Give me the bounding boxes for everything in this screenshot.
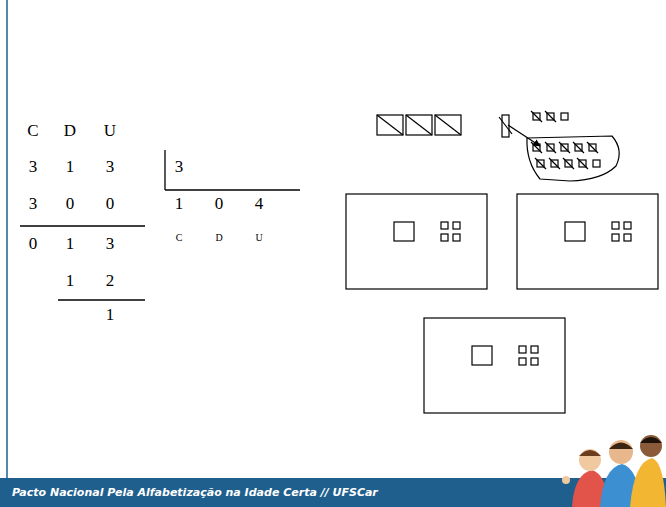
subtrahend-digit: 3 — [29, 195, 38, 212]
subtraction-line — [20, 225, 145, 226]
unit-cube — [624, 234, 631, 241]
child-head — [579, 449, 601, 471]
footer-text: Pacto Nacional Pela Alfabetização na Ida… — [12, 487, 666, 498]
child-head — [609, 440, 633, 464]
cross-out — [559, 142, 570, 153]
subtrahend-digit: 1 — [66, 272, 75, 289]
unit-cube — [561, 113, 568, 120]
place-header: U — [104, 122, 116, 139]
unit-cube — [441, 234, 448, 241]
exchange-cloud — [527, 136, 619, 181]
cross-out — [545, 142, 556, 153]
unit-cube — [531, 358, 538, 365]
subtraction-line — [58, 299, 145, 300]
ten-block — [394, 222, 414, 241]
unit-cube — [593, 160, 600, 167]
child-hair — [609, 443, 633, 450]
hundred-block — [377, 115, 403, 135]
margin-line — [6, 0, 8, 480]
dividend-digit: 3 — [29, 158, 38, 175]
group-box — [517, 194, 658, 289]
place-header: D — [215, 233, 222, 243]
child-head — [640, 435, 662, 457]
remainder-digit: 3 — [106, 235, 115, 252]
cross-out — [563, 158, 574, 169]
division-bracket — [164, 150, 165, 190]
child-hair — [579, 450, 601, 456]
unit-cube — [441, 222, 448, 229]
dividend-digit: 1 — [66, 158, 75, 175]
subtrahend-digit: 0 — [66, 195, 75, 212]
place-header: U — [255, 233, 262, 243]
exchange-arrow — [508, 125, 540, 146]
quotient-digit: 4 — [255, 195, 264, 212]
cross-out — [535, 158, 546, 169]
hundred-block — [406, 115, 432, 135]
division-bracket — [165, 189, 300, 190]
cross-out — [531, 111, 542, 122]
cross-out — [499, 117, 512, 134]
remainder-digit: 1 — [66, 235, 75, 252]
cross-out — [587, 142, 598, 153]
group-box — [346, 194, 487, 289]
cross-out — [545, 111, 556, 122]
unit-cube — [612, 222, 619, 229]
remainder-digit: 1 — [106, 306, 115, 323]
child-hair — [640, 437, 662, 443]
ten-block — [472, 346, 492, 365]
cross-out — [549, 158, 560, 169]
unit-cube — [624, 222, 631, 229]
cross-out — [377, 115, 403, 135]
subtrahend-digit: 0 — [106, 195, 115, 212]
quotient-digit: 1 — [175, 195, 184, 212]
footer-band: Pacto Nacional Pela Alfabetização na Ida… — [0, 478, 666, 507]
group-box — [424, 318, 565, 413]
unit-cube — [519, 346, 526, 353]
unit-cube — [531, 346, 538, 353]
place-header: C — [27, 122, 38, 139]
place-header: C — [176, 233, 183, 243]
remainder-digit: 0 — [29, 235, 38, 252]
unit-cube — [612, 234, 619, 241]
place-header: D — [64, 122, 76, 139]
unit-cube — [453, 222, 460, 229]
cross-out — [435, 115, 461, 135]
cross-out — [577, 158, 588, 169]
hundred-block — [435, 115, 461, 135]
divisor-digit: 3 — [175, 158, 184, 175]
unit-group — [531, 142, 600, 169]
unit-cube — [519, 358, 526, 365]
ten-block — [565, 222, 585, 241]
dividend-digit: 3 — [106, 158, 115, 175]
quotient-digit: 0 — [215, 195, 224, 212]
cross-out — [573, 142, 584, 153]
subtrahend-digit: 2 — [106, 272, 115, 289]
cross-out — [406, 115, 432, 135]
unit-cube — [453, 234, 460, 241]
